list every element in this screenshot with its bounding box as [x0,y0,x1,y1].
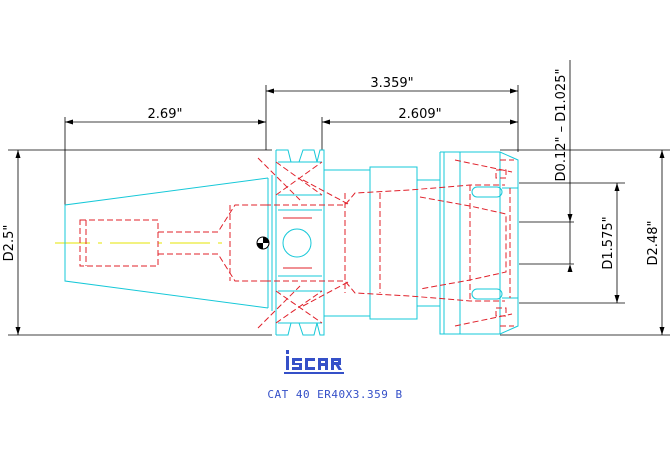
dim-overall-length: 3.359" [370,76,413,91]
center-marker-icon [256,236,270,250]
dim-taper-length: 2.69" [148,107,183,122]
dim-collet-diameter: D1.575" [601,216,616,269]
dim-clamping-range: D0.12" – D1.025" [554,69,569,182]
dim-body-length: 2.609" [398,107,441,122]
dim-nut-diameter: D2.48" [646,221,661,266]
section-marks [283,217,312,269]
part-caption: CAT 40 ER40X3.359 B [267,388,403,401]
dim-flange-diameter: D2.5" [2,225,17,262]
visible-outline [64,149,519,336]
iscar-logo-icon [284,350,344,374]
hidden-lines [79,157,514,329]
dimension-lines [8,60,670,336]
iscar-logo [284,350,348,376]
dimension-arrows [15,88,665,335]
